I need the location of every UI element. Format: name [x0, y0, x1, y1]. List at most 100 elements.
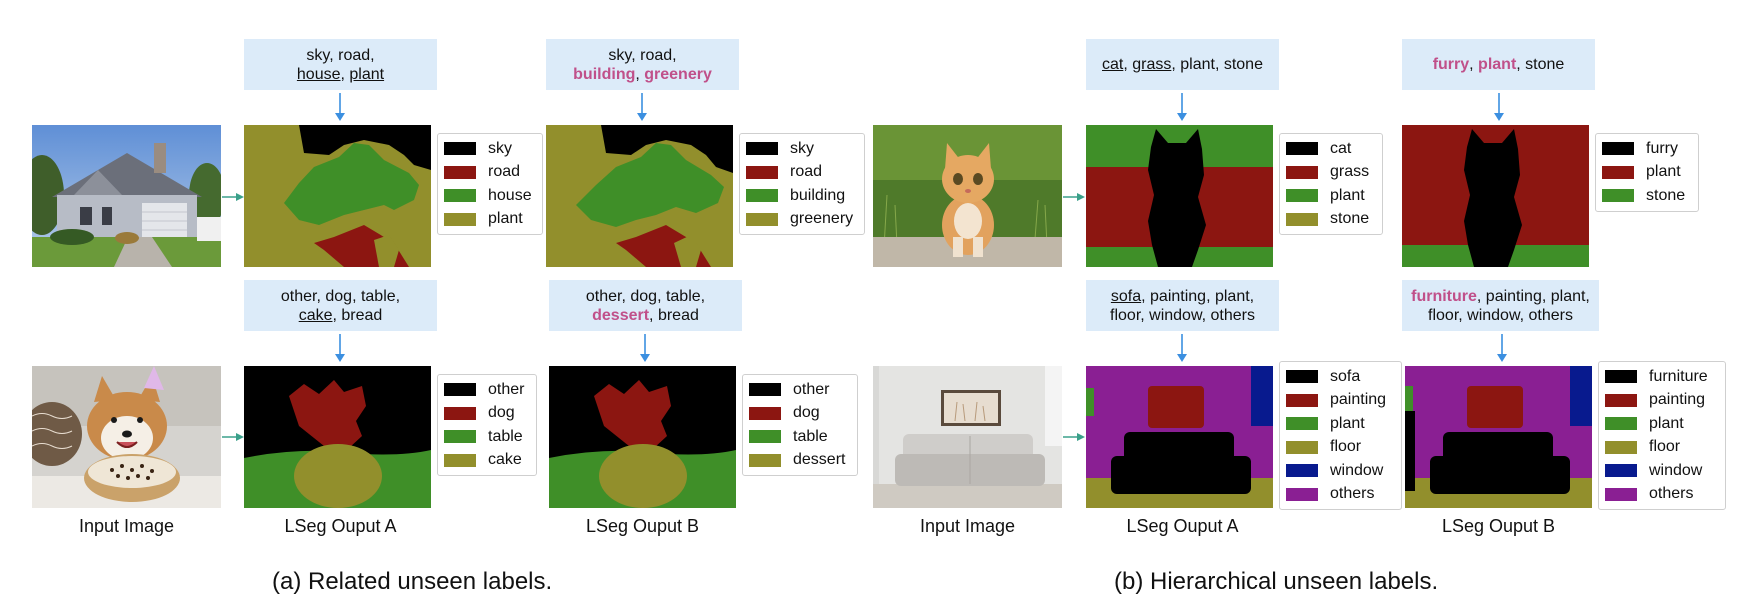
prompt-dog-output-a: other, dog, table,cake, bread [244, 280, 437, 331]
highlighted-label: greenery [644, 65, 712, 83]
prompt-text: , painting, plant, [1476, 287, 1590, 305]
prompt-line: sofa, painting, plant, [1110, 287, 1255, 306]
legend-item: table [749, 425, 849, 449]
legend-label: others [1330, 485, 1375, 503]
underlined-label: grass [1132, 56, 1172, 73]
legend-label: other [793, 380, 830, 398]
right-arrow-icon [222, 433, 244, 441]
legend-swatch [444, 453, 476, 467]
legend-swatch [746, 142, 778, 156]
legend-label: house [488, 186, 532, 204]
legend-swatch [1605, 487, 1637, 501]
input-image-living-room [873, 366, 1062, 508]
legend-swatch [444, 406, 476, 420]
legend-swatch [1602, 189, 1634, 203]
prompt-text: sky, road, [608, 46, 677, 64]
legend-item: window [1286, 459, 1393, 483]
legend-label: table [488, 427, 523, 445]
legend-item: others [1286, 483, 1393, 507]
underlined-label: plant [349, 65, 385, 83]
subcaption-hierarchical-unseen-labels: (b) Hierarchical unseen labels. [1114, 568, 1439, 595]
prompt-text: , plant, stone [1171, 56, 1263, 73]
legend-item: cake [444, 449, 528, 473]
prompt-text: sky, road, [306, 46, 375, 64]
underlined-label: house [296, 65, 341, 83]
legend-label: plant [488, 210, 523, 228]
legend-item: painting [1605, 389, 1717, 413]
legend-label: sky [488, 139, 512, 157]
down-arrow-icon [1494, 93, 1504, 121]
legend-label: table [793, 427, 828, 445]
highlighted-label: furniture [1411, 287, 1477, 305]
legend-swatch [1286, 417, 1318, 431]
caption-output-a-right: LSeg Ouput A [1126, 516, 1239, 536]
legend-item: dessert [749, 449, 849, 473]
prompt-sofa-output-a: sofa, painting, plant,floor, window, oth… [1086, 280, 1279, 331]
legend-label: window [1330, 461, 1384, 479]
caption-output-b-right: LSeg Ouput B [1441, 516, 1556, 536]
prompt-text: , [1469, 56, 1479, 73]
segmentation-sofa-output-a [1086, 366, 1273, 508]
prompt-line: cake, bread [281, 306, 400, 325]
legend-label: cat [1330, 139, 1352, 157]
segmentation-cat-output-b [1402, 125, 1589, 267]
legend-item: other [444, 378, 528, 402]
legend-item: table [444, 425, 528, 449]
prompt-line: building, greenery [573, 65, 712, 84]
segmentation-cat-output-a [1086, 125, 1273, 267]
legend-label: painting [1330, 391, 1387, 409]
legend-swatch [1605, 393, 1637, 407]
right-arrow-icon [1063, 193, 1085, 201]
legend-item: dog [749, 402, 849, 426]
legend-item: floor [1605, 436, 1717, 460]
prompt-text: floor, window, others [1110, 306, 1255, 324]
down-arrow-icon [637, 93, 647, 121]
legend-label: stone [1646, 186, 1686, 204]
legend-item: plant [1605, 412, 1717, 436]
legend-item: plant [1286, 184, 1374, 208]
legend-label: others [1649, 485, 1694, 503]
legend-swatch [1286, 464, 1318, 478]
legend-label: road [488, 163, 521, 181]
down-arrow-icon [1497, 334, 1507, 362]
legend-label: furry [1646, 139, 1678, 157]
legend-swatch [1286, 165, 1318, 179]
legend-item: sofa [1286, 365, 1393, 389]
legend-item: grass [1286, 161, 1374, 185]
down-arrow-icon [640, 334, 650, 362]
legend-swatch [749, 383, 781, 397]
caption-input-image-right: Input Image [919, 516, 1016, 536]
legend-swatch [1605, 440, 1637, 454]
legend-cat-output-b: furry plant stone [1595, 133, 1699, 212]
prompt-text: , bread [649, 306, 699, 324]
prompt-text: , painting, plant, [1141, 287, 1255, 305]
prompt-line: other, dog, table, [281, 287, 400, 306]
legend-label: sky [790, 139, 814, 157]
legend-swatch [746, 165, 778, 179]
highlighted-label: dessert [592, 306, 650, 324]
legend-item: building [746, 184, 856, 208]
prompt-text: other, dog, table, [585, 287, 706, 305]
legend-swatch [1286, 142, 1318, 156]
segmentation-dog-output-b [549, 366, 736, 508]
legend-item: window [1605, 459, 1717, 483]
legend-item: greenery [746, 208, 856, 232]
prompt-text: , [1123, 56, 1133, 73]
prompt-cat-output-a: cat, grass, plant, stone [1086, 39, 1279, 90]
legend-label: plant [1330, 414, 1365, 432]
underlined-label: cat [1102, 56, 1124, 73]
highlighted-label: building [573, 65, 636, 83]
legend-swatch [1605, 370, 1637, 384]
prompt-sofa-output-b: furniture, painting, plant,floor, window… [1402, 280, 1599, 331]
legend-swatch [746, 189, 778, 203]
prompt-cat-output-b: furry, plant, stone [1402, 39, 1595, 90]
legend-item: road [444, 161, 534, 185]
down-arrow-icon [335, 334, 345, 362]
segmentation-house-output-a [244, 125, 431, 267]
legend-label: plant [1646, 163, 1681, 181]
legend-swatch [1286, 487, 1318, 501]
legend-swatch [444, 430, 476, 444]
